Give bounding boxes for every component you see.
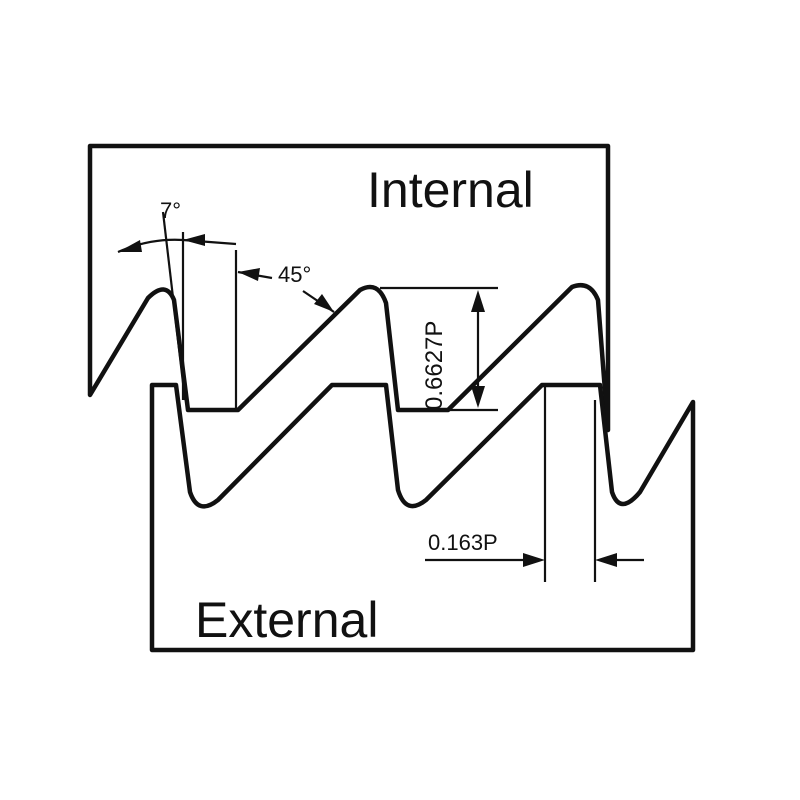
internal-label: Internal xyxy=(367,162,534,218)
external-label: External xyxy=(195,592,378,648)
lead-angle-dimension xyxy=(234,250,335,410)
internal-thread-outline xyxy=(87,143,611,433)
crest-width-dimension xyxy=(425,385,644,582)
thread-depth-label: 0.6627P xyxy=(421,321,448,410)
crest-width-label: 0.163P xyxy=(428,530,498,555)
lead-angle-label: 45° xyxy=(278,262,311,287)
thread-depth-dimension xyxy=(380,286,498,412)
external-thread-outline xyxy=(149,382,696,653)
flank-angle-dimension xyxy=(117,211,237,401)
flank-angle-label: 7° xyxy=(160,198,181,223)
